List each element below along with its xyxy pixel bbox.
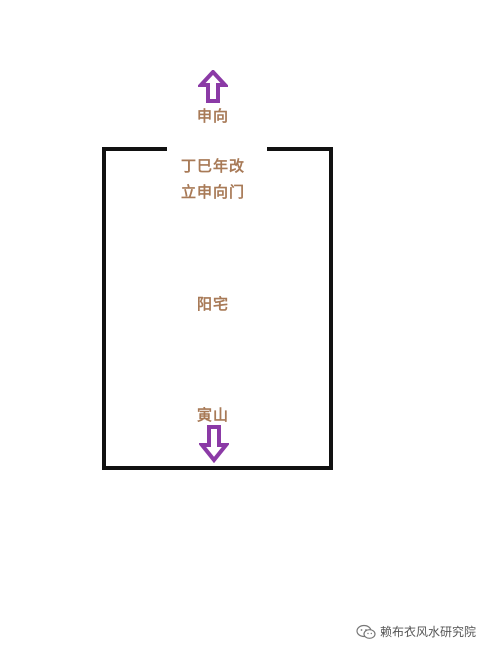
arrow-down-icon [199,425,229,463]
arrow-up-icon [198,70,228,103]
door-note-line2: 立申向门 [180,183,246,201]
house-label: 阳宅 [196,295,230,313]
wechat-icon [356,624,376,639]
direction-label-top: 申向 [196,107,230,125]
door-note-line1: 丁巳年改 [180,157,246,175]
direction-label-bottom: 寅山 [196,406,230,424]
watermark-text: 赖布衣风水研究院 [379,625,476,639]
watermark: 赖布衣风水研究院 [356,623,476,640]
